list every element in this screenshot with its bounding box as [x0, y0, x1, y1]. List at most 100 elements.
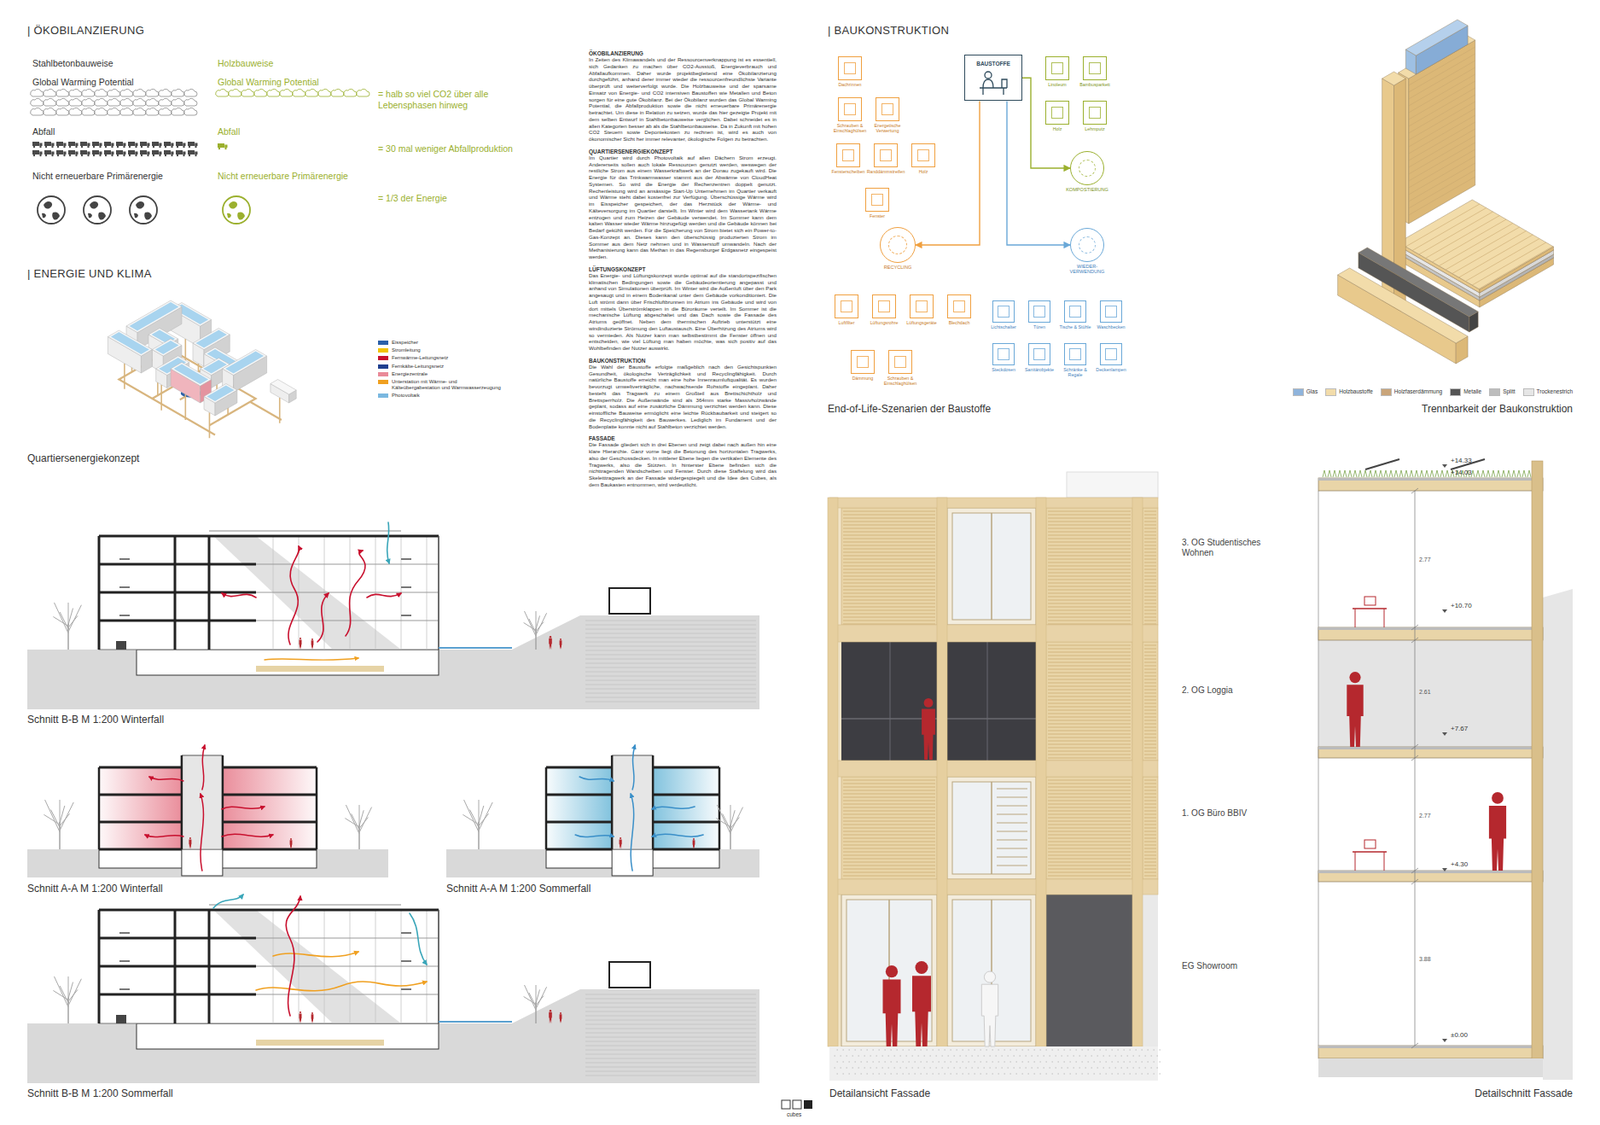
pavement-dot	[1099, 1048, 1100, 1050]
co2-cloud-icon	[120, 88, 134, 97]
shutter-slat	[1047, 658, 1131, 660]
airflow-arrow	[651, 833, 704, 837]
waste-truck-icon	[188, 154, 191, 157]
shutter-slat	[843, 576, 936, 577]
pavement-dot	[991, 1072, 993, 1074]
shutter-slat	[843, 814, 936, 815]
node-text: Steckdosen	[991, 366, 1016, 373]
floor-slab	[546, 793, 612, 797]
shutter-slat	[1144, 699, 1157, 701]
wall	[208, 909, 211, 1024]
text-label: 2.77	[1419, 556, 1432, 564]
person-figure	[692, 837, 695, 840]
floor-beam	[829, 497, 1158, 508]
icon-frame	[873, 143, 898, 168]
pavement-dot	[1021, 1072, 1023, 1074]
shutter-slat	[1047, 730, 1131, 732]
pavement-dot	[925, 1060, 927, 1062]
shutter-slat	[1047, 727, 1131, 728]
icon-frame	[1045, 100, 1070, 125]
co2-cloud-icon	[120, 98, 134, 106]
column-heading: FASSADE	[588, 435, 777, 442]
legend-swatch	[1325, 388, 1337, 396]
shutter-slat	[1144, 872, 1157, 873]
legend-swatch	[378, 379, 389, 384]
floor-slab	[546, 848, 612, 851]
shutter-slat	[843, 790, 936, 792]
waste-truck-icon	[104, 150, 111, 155]
section-slab	[1318, 627, 1543, 640]
pavement-dot	[1006, 1054, 1008, 1056]
shutter-slat	[1047, 790, 1131, 792]
pavement-dot	[1108, 1054, 1110, 1056]
pavement-dot	[863, 1066, 865, 1068]
tree	[59, 813, 70, 827]
text-label: 3. OG Studentisches Wohnen	[1181, 537, 1285, 559]
desk	[1355, 851, 1356, 871]
ground-hatch	[585, 1053, 757, 1055]
shutter-slat	[1144, 716, 1157, 718]
pavement-dot	[836, 1072, 838, 1074]
legend-swatch	[378, 393, 389, 398]
waste-truck-icon	[134, 151, 138, 156]
waste-truck-icon	[116, 145, 119, 148]
ground-hatch	[585, 1036, 757, 1038]
material-icon: Randdämmstreifen	[866, 143, 905, 175]
icon-glyph	[1051, 106, 1064, 119]
shutter-slat	[1047, 599, 1131, 601]
material-icon: Sanitärobjekte	[1022, 343, 1057, 373]
pv-panel	[110, 331, 150, 355]
pavement-dot	[947, 1066, 949, 1068]
airflow-arrow	[387, 522, 390, 564]
pavement-dot	[1093, 1060, 1094, 1062]
shutter-slat	[1047, 517, 1131, 519]
shutter-slat	[1144, 851, 1157, 853]
icon-frame	[911, 143, 936, 168]
floor-slab	[652, 848, 720, 851]
legend-text: Splitt	[1502, 388, 1515, 396]
green-roof	[1368, 470, 1373, 478]
floor-slab	[256, 620, 439, 622]
building-block	[107, 330, 152, 356]
ground-hatch	[585, 1070, 757, 1072]
worker-icon	[976, 69, 1011, 97]
pavement	[829, 1046, 1158, 1081]
legend-swatch	[378, 348, 389, 353]
shutter-slat	[1144, 524, 1157, 526]
waste-truck-icon	[170, 145, 173, 148]
shutter-slat	[843, 783, 936, 785]
shutter-slat	[1144, 779, 1157, 781]
icon-glyph	[888, 235, 908, 255]
dimension-tick	[1411, 624, 1419, 630]
drawing-part	[979, 79, 1007, 95]
node-text: Schrauben & Einschlaghülsen	[881, 375, 920, 386]
section-slab	[1318, 1045, 1543, 1059]
district-pipe	[279, 397, 281, 424]
pavement-dot	[887, 1066, 889, 1068]
waste-truck-icon	[110, 154, 113, 157]
green-roof	[1527, 470, 1531, 478]
shutter-slat	[1047, 692, 1131, 694]
text-label: Global Warming Potential	[217, 76, 320, 88]
waste-truck-icon	[152, 154, 155, 157]
shutter-slat	[843, 861, 936, 863]
process-box: BAUSTOFFE	[964, 54, 1023, 101]
section-heading: | BAUKONSTRUKTION	[827, 23, 949, 38]
waste-truck-icon	[182, 154, 185, 157]
furniture	[119, 586, 130, 588]
pavement-dot	[881, 1054, 883, 1056]
floor-slab	[222, 820, 317, 824]
co2-cloud-icon	[267, 88, 280, 97]
pavement-dot	[1009, 1060, 1011, 1062]
shutter-slat	[1047, 750, 1131, 752]
level-marker	[1442, 867, 1448, 872]
shutter-slat	[1144, 696, 1157, 698]
pavement-dot	[967, 1060, 969, 1062]
icon-glyph	[1088, 106, 1101, 119]
furniture	[401, 614, 412, 617]
pavement-dot	[919, 1048, 921, 1050]
ground-hatch	[585, 641, 757, 643]
shutter-slat	[843, 848, 936, 850]
ground-hatch	[585, 697, 757, 699]
legend-item: Fernkälte-Leitungsnetz	[378, 363, 507, 370]
